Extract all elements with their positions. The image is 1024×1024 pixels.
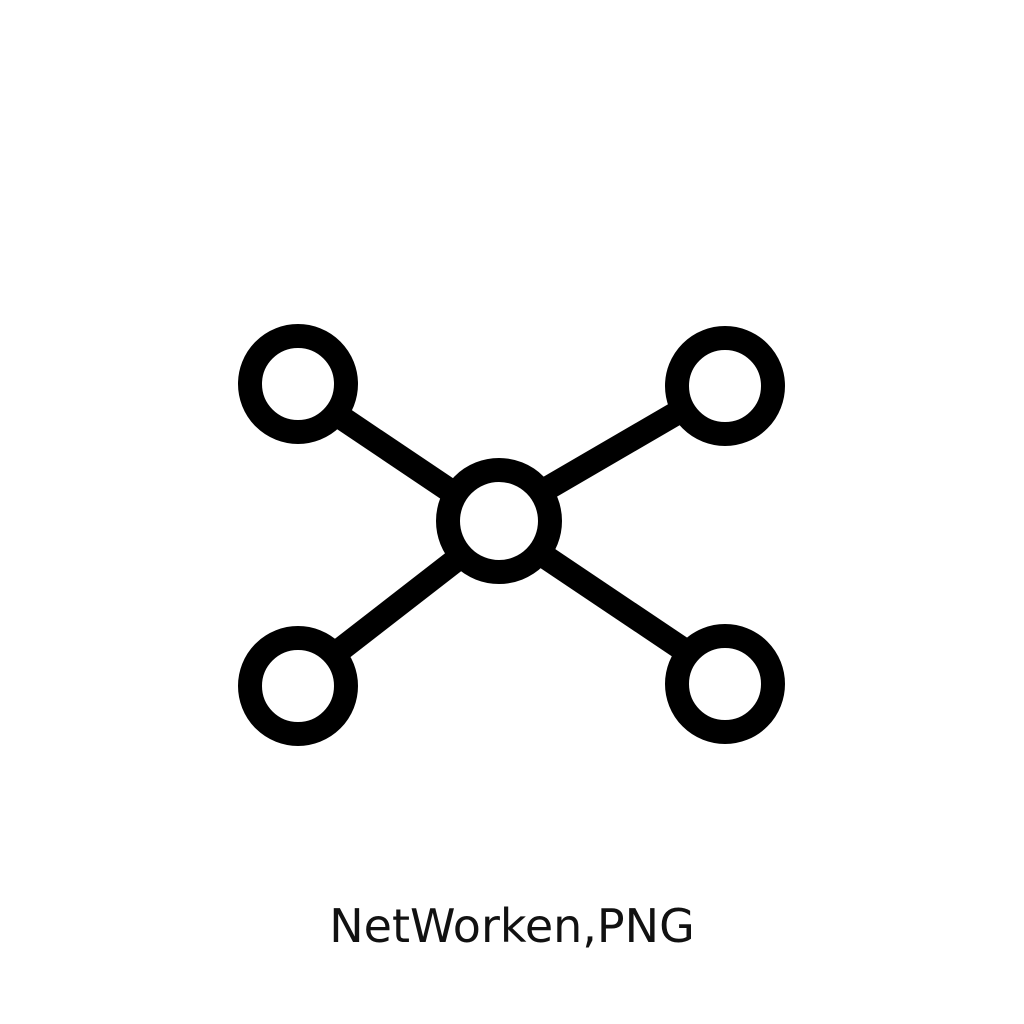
node-top-right	[665, 326, 785, 446]
edge-bottom-right	[537, 546, 691, 660]
node-center	[436, 458, 562, 584]
network-nodes	[238, 324, 785, 746]
node-bottom-right	[665, 624, 785, 744]
edge-top-right	[541, 399, 689, 499]
node-bottom-left	[238, 626, 358, 746]
edge-bottom-left	[332, 550, 464, 660]
edge-top-left	[335, 408, 459, 502]
node-top-left	[238, 324, 358, 444]
image-caption: NetWorken,PNG	[329, 899, 695, 953]
network-edges	[332, 399, 691, 660]
